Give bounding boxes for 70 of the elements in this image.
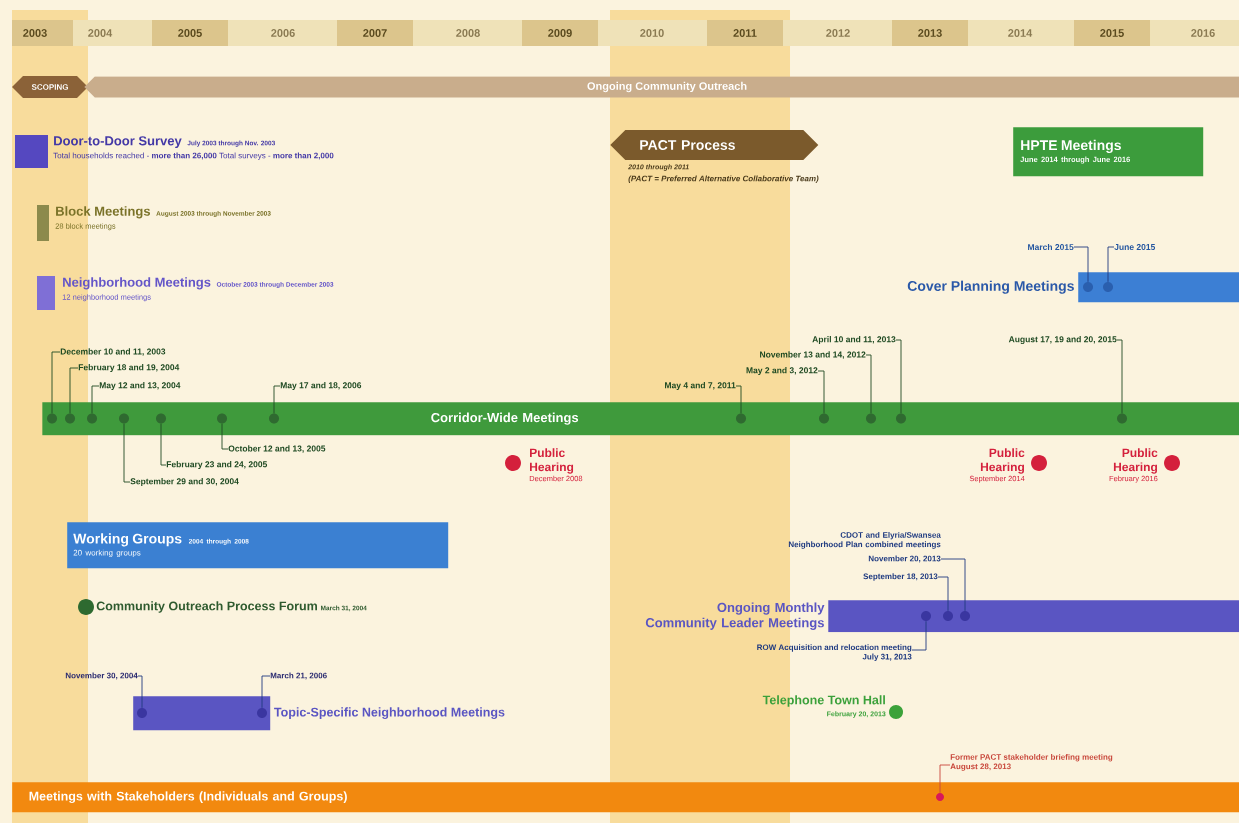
node-label: Block Meetings [56,206,151,219]
timeline-bar: Cover Planning Meetings [907,272,1239,303]
date-label: April 10 and 11, 2013 [812,336,896,344]
leader-line [895,339,902,414]
leader-line [91,385,100,414]
year-label: 2007 [363,29,387,37]
node-label: Neighborhood Meetings [63,277,211,290]
node-label: Cover Planning Meetings [907,280,1074,294]
year-label: 2008 [456,29,480,37]
date-label: November 30, 2004 [65,672,138,680]
date-label: Former PACT stakeholder briefing meeting August 28, 2013 [950,753,1113,771]
date-label: March 21, 2006 [270,672,327,680]
leader-line [1107,246,1115,283]
timeline-bar: Topic-Specific Neighborhood Meetings [133,696,505,731]
year-label: 2010 [640,29,664,37]
leader-line [939,764,951,794]
leader-line [69,367,79,414]
date-label: May 17 and 18, 2006 [280,382,362,390]
leader-line [51,351,61,414]
leader-line [1073,246,1089,283]
node-label: Total households reached - more than 26,000 Total surveys - more than 2,000 [53,152,334,160]
date-label: November 20, 2013 [868,555,941,563]
date-label: ROW Acquisition and relocation meeting July 31, 2013 [757,644,912,662]
date-label: February 18 and 19, 2004 [78,364,180,372]
date-label: August 17, 19 and 20, 2015 [1008,336,1117,344]
date-label: November 13 and 14, 2012 [760,351,866,359]
leader-line [940,558,966,612]
year-label: 2016 [1191,29,1215,37]
year-label: 2013 [918,29,942,37]
process-hexagon: PACT Process [610,130,819,160]
node-label: Door-to-Door Survey [54,136,182,148]
leader-line [1116,339,1123,414]
leader-line [937,576,949,612]
leader-line [261,675,271,709]
node-label: Ongoing Monthly Community Leader Meetings [645,602,825,630]
scoping-hexagon: SCOPING [12,76,88,98]
date-label: September 29 and 30, 2004 [130,478,239,486]
date-label: June 2015 [1114,244,1156,250]
year-label: 2003 [23,29,47,37]
year-label: 2014 [1008,29,1033,37]
year-label: 2005 [178,29,202,37]
leader-line [137,675,143,709]
year-label: 2012 [826,29,850,37]
leader-line [273,385,281,414]
date-label: March 2015 [1028,243,1074,251]
outreach-arrow-bar: Ongoing Community Outreach [84,76,1239,98]
year-label: 2011 [733,29,757,37]
year-label: 2015 [1100,29,1124,37]
timeline-bar: Ongoing Monthly Community Leader Meetings [645,600,1239,633]
year-label: 2006 [271,29,295,37]
date-label: May 4 and 7, 2011 [665,382,736,390]
date-label: May 12 and 13, 2004 [99,382,181,390]
timeline-bar: Corridor-Wide Meetings [42,402,1239,436]
leader-line [817,370,825,414]
leader-line [865,354,872,414]
year-label: 2009 [548,29,572,37]
leader-line [160,423,167,466]
leader-line [221,423,229,450]
date-label: December 10 and 11, 2003 [60,348,166,356]
note-text: CDOT and Elyria/Swansea Neighborhood Plan combined meetings [788,531,941,549]
leader-line [735,385,742,414]
date-label: September 18, 2013 [863,573,938,581]
leader-line [123,423,131,483]
date-label: May 2 and 3, 2012 [746,367,818,375]
date-label: October 12 and 13, 2005 [228,445,326,453]
leader-line [911,620,927,651]
node-label: Topic-Specific Neighborhood Meetings [274,707,505,720]
year-label: 2004 [88,29,113,37]
timeline-bar: Meetings with Stakeholders (Individuals and Groups) [12,782,1239,813]
date-label: February 23 and 24, 2005 [166,461,268,469]
